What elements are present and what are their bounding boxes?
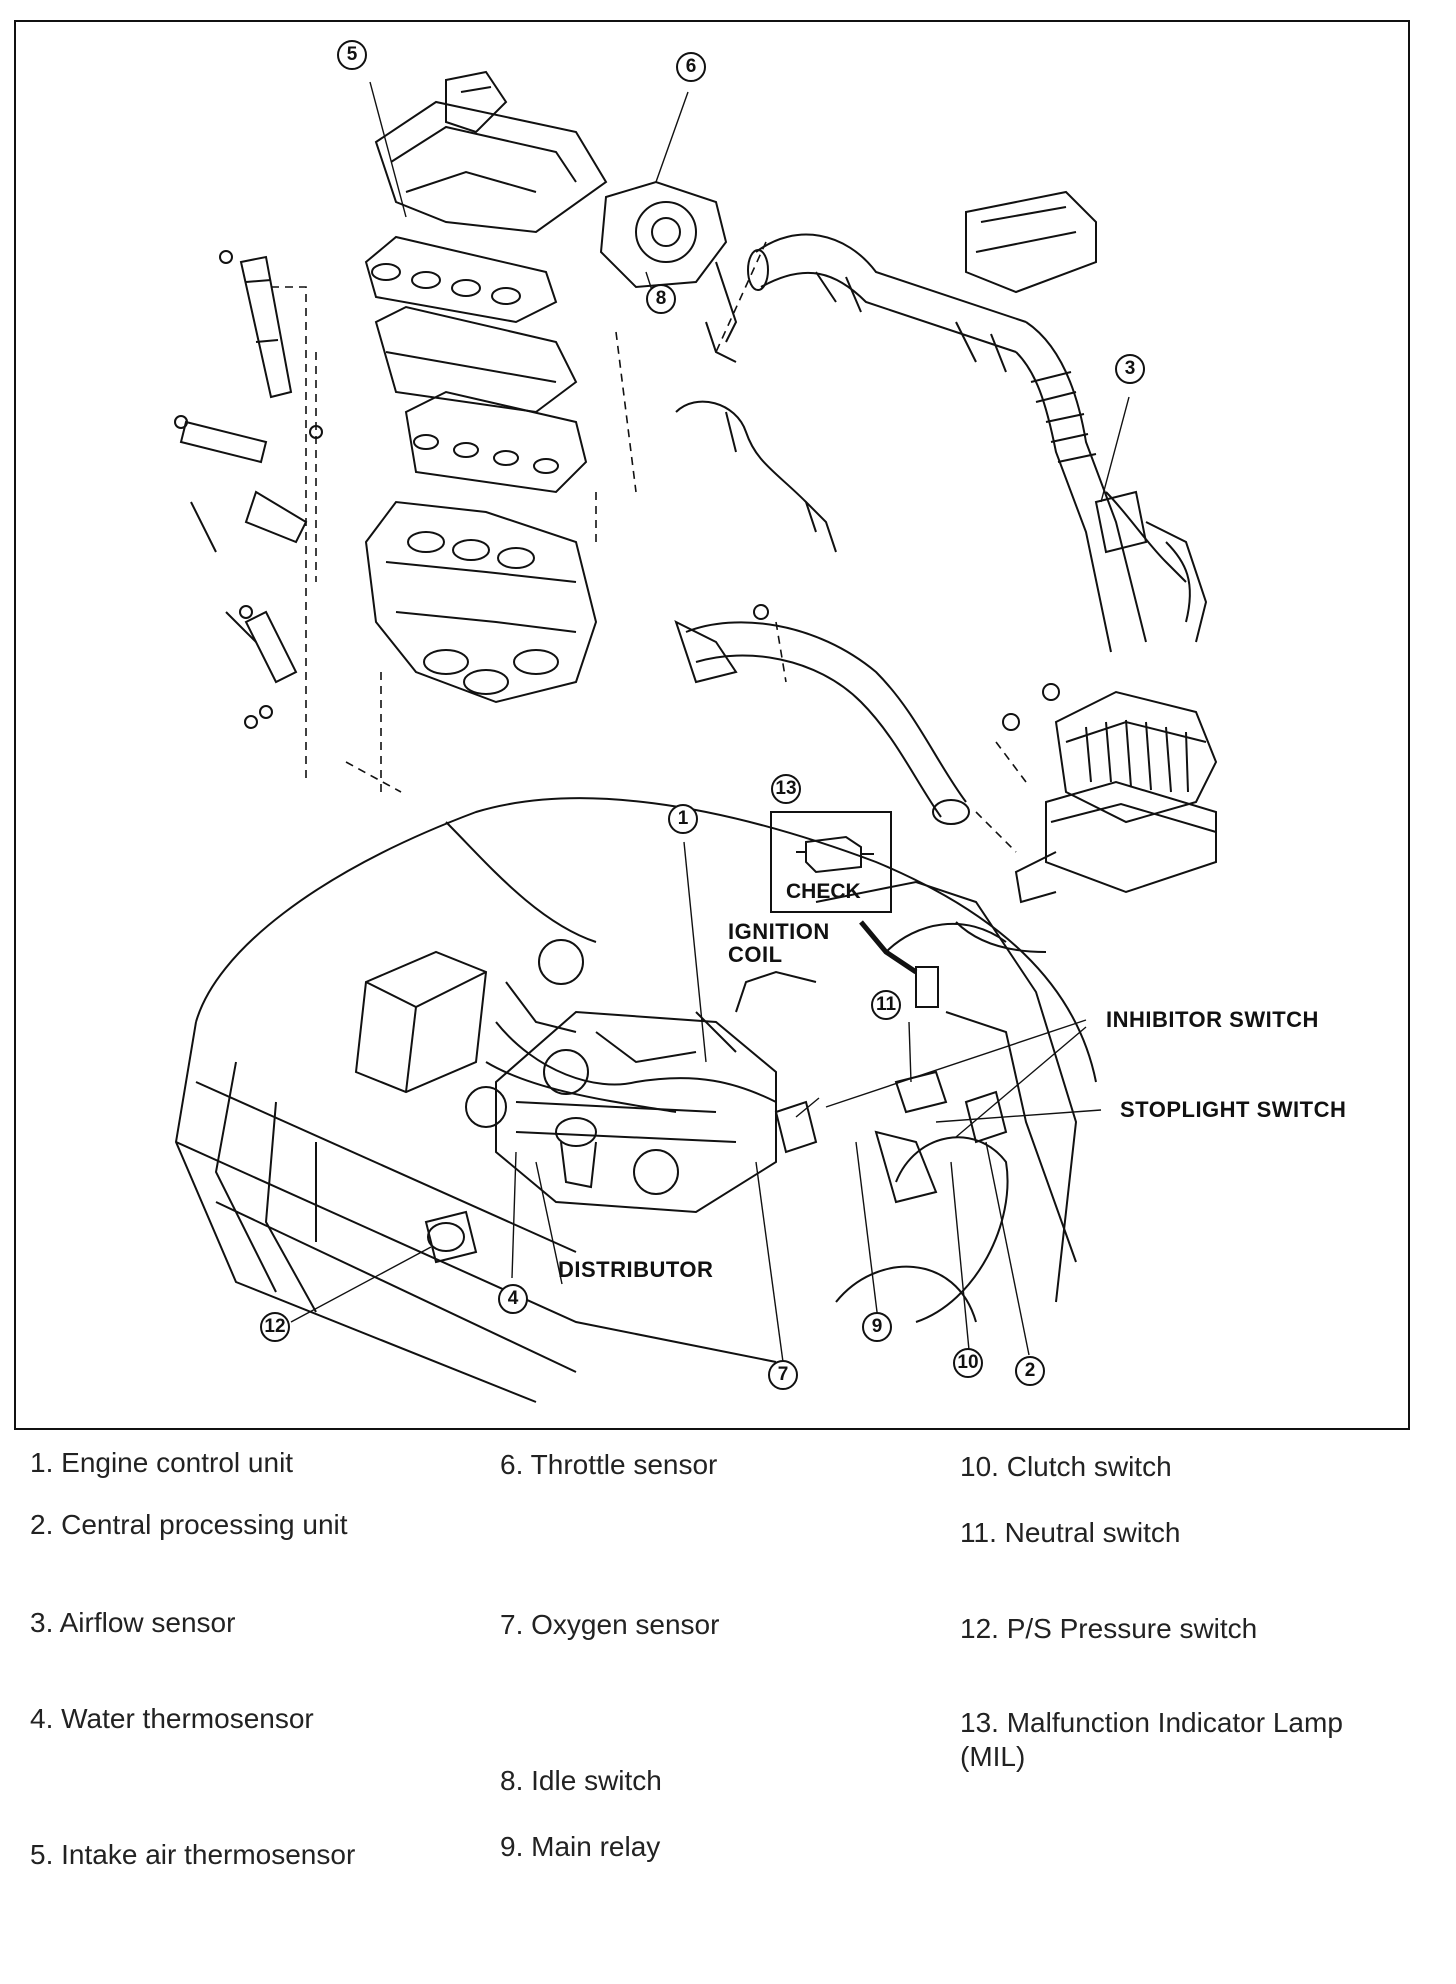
legend-number: 4. — [30, 1703, 54, 1734]
air-intake-duct — [747, 190, 1208, 653]
legend-label: Central processing unit — [61, 1509, 348, 1540]
lower-air-hose — [674, 604, 970, 825]
legend-number: 5. — [30, 1839, 54, 1870]
marker-13: 13 — [771, 774, 801, 804]
legend-label: Main relay — [531, 1831, 661, 1862]
marker-11: 11 — [871, 990, 901, 1020]
check-lamp-label: CHECK — [786, 880, 861, 903]
stoplight-switch-label: STOPLIGHT SWITCH — [1120, 1097, 1347, 1122]
legend-number: 12. — [960, 1613, 999, 1644]
legend-number: 11. — [960, 1517, 997, 1548]
marker-4: 4 — [498, 1284, 528, 1314]
marker-12: 12 — [260, 1312, 290, 1342]
marker-1: 1 — [668, 804, 698, 834]
marker-5: 5 — [337, 40, 367, 70]
legend-number: 10. — [960, 1451, 999, 1482]
diagram-frame: 5 6 8 3 13 1 11 4 12 9 7 10 2 CHECK IGNI… — [14, 20, 1410, 1430]
throttle-body — [599, 180, 738, 363]
legend-item-6: 6. Throttle sensor — [500, 1448, 940, 1482]
legend-label: Oxygen sensor — [531, 1609, 720, 1640]
air-cleaner-box — [1002, 683, 1218, 904]
ignition-coil-label: IGNITION COIL — [728, 919, 830, 968]
legend-item-11: 11. Neutral switch — [960, 1516, 1400, 1550]
legend-item-2: 2. Central processing unit — [30, 1508, 470, 1542]
legend-label: Engine control unit — [61, 1447, 294, 1478]
inhibitor-switch-label: INHIBITOR SWITCH — [1106, 1007, 1319, 1032]
legend-item-7: 7. Oxygen sensor — [500, 1608, 940, 1642]
legend-number: 6. — [500, 1449, 524, 1480]
legend-label: Malfunction Indicator Lamp (MIL) — [960, 1707, 1343, 1772]
legend-item-5: 5. Intake air thermosensor — [30, 1838, 470, 1872]
leader-lines — [290, 81, 1130, 1363]
legend-item-13: 13. Malfunction Indicator Lamp (MIL) — [960, 1706, 1380, 1774]
legend-label: P/S Pressure switch — [1006, 1613, 1258, 1644]
distributor-label: DISTRIBUTOR — [558, 1257, 714, 1282]
legend-number: 8. — [500, 1765, 524, 1796]
marker-9: 9 — [862, 1312, 892, 1342]
legend-label: Intake air thermosensor — [61, 1839, 356, 1870]
marker-3: 3 — [1115, 354, 1145, 384]
legend-item-10: 10. Clutch switch — [960, 1450, 1400, 1484]
legend-number: 9. — [500, 1831, 524, 1862]
legend-number: 7. — [500, 1609, 524, 1640]
marker-10: 10 — [953, 1348, 983, 1378]
legend-label: Water thermosensor — [61, 1703, 314, 1734]
legend-number: 3. — [30, 1607, 54, 1638]
mil-check-panel — [770, 811, 892, 913]
legend-item-8: 8. Idle switch — [500, 1764, 940, 1798]
legend-item-12: 12. P/S Pressure switch — [960, 1612, 1400, 1646]
legend-number: 1. — [30, 1447, 54, 1478]
engine-bay — [174, 797, 1097, 1403]
legend-number: 13. — [960, 1707, 999, 1738]
legend-label: Clutch switch — [1006, 1451, 1172, 1482]
marker-7: 7 — [768, 1360, 798, 1390]
legend-label: Neutral switch — [1004, 1517, 1181, 1548]
legend-item-4: 4. Water thermosensor — [30, 1702, 470, 1736]
legend-label: Throttle sensor — [530, 1449, 718, 1480]
legend-label: Airflow sensor — [59, 1607, 236, 1638]
mounting-brackets — [174, 250, 323, 729]
marker-6: 6 — [676, 52, 706, 82]
assembly-guide-lines — [271, 241, 1027, 853]
intake-manifold-assembly — [364, 70, 608, 704]
legend-item-9: 9. Main relay — [500, 1830, 940, 1864]
legend-item-1: 1. Engine control unit — [30, 1446, 470, 1480]
legend-label: Idle switch — [531, 1765, 662, 1796]
marker-8: 8 — [646, 284, 676, 314]
marker-2: 2 — [1015, 1356, 1045, 1386]
engine-exploded-diagram — [174, 70, 1218, 1403]
legend-number: 2. — [30, 1509, 54, 1540]
wiring-harness — [675, 400, 1187, 583]
legend-item-3: 3. Airflow sensor — [30, 1606, 470, 1640]
